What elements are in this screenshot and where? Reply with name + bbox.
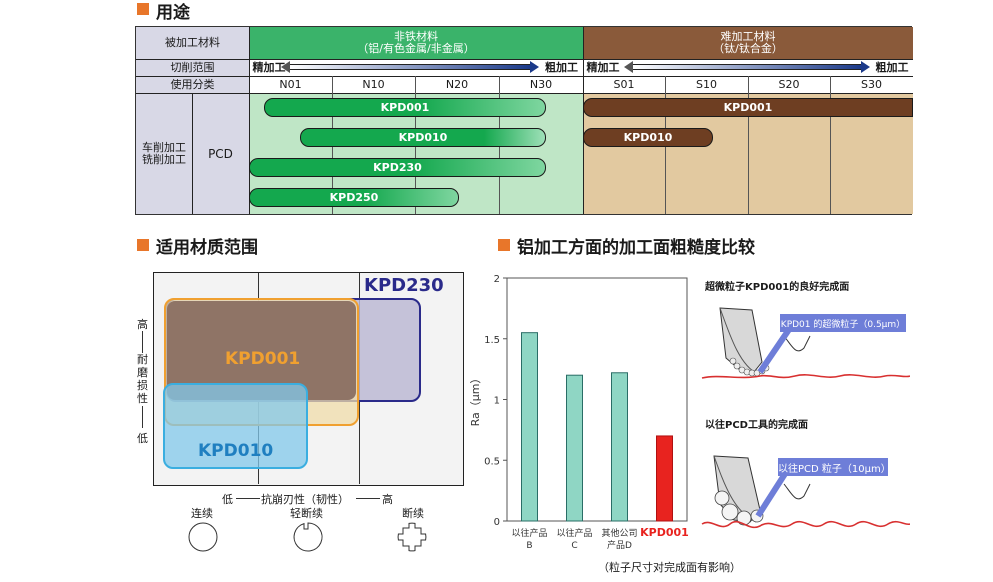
bar-nonferrous-kpd001: KPD001 bbox=[264, 98, 546, 117]
difficult-title: 难加工材料 bbox=[720, 30, 776, 43]
class-s30: S30 bbox=[861, 77, 882, 91]
interrupted-cut-icon bbox=[397, 522, 427, 552]
grid-h1 bbox=[136, 59, 913, 60]
y-tick-label: 0.5 bbox=[484, 456, 500, 467]
class-n20: N20 bbox=[445, 77, 469, 91]
class-n01: N01 bbox=[279, 77, 302, 91]
label-cut-range: 切削范围 bbox=[170, 60, 215, 74]
y-axis-title: Ra（μm） bbox=[469, 373, 482, 427]
section-usage-marker bbox=[137, 3, 149, 15]
x-category-label: 产品D bbox=[607, 539, 632, 551]
grid-v-pcd bbox=[192, 93, 193, 214]
x-axis-high: 高 bbox=[382, 493, 393, 506]
class-s20: S20 bbox=[778, 77, 800, 91]
class-n10: N10 bbox=[362, 77, 385, 91]
label-turning: 车削加工 铣削加工 bbox=[136, 93, 192, 214]
finish-label-n: 精加工 bbox=[252, 60, 286, 74]
difficult-header-bg bbox=[583, 27, 913, 59]
cut-light-interrupted-label: 轻断续 bbox=[290, 507, 323, 520]
nonferrous-subtitle: （铝/有色金属/非金属） bbox=[357, 42, 475, 55]
cut-continuous-label: 连续 bbox=[191, 507, 213, 520]
label-turning-line2: 铣削加工 bbox=[142, 152, 186, 166]
section-usage-title: 用途 bbox=[156, 3, 190, 23]
grid-v-group bbox=[583, 27, 584, 214]
label-turning-line1: 车削加工 bbox=[142, 140, 186, 154]
x-axis-label: 抗崩刃性（韧性） bbox=[261, 493, 349, 506]
x-category-label: 以往产品 bbox=[556, 527, 592, 539]
grid-v-s30 bbox=[830, 76, 831, 214]
grid-h2 bbox=[136, 76, 913, 77]
label-class: 使用分类 bbox=[170, 77, 215, 91]
label-kpd001: KPD001 bbox=[225, 349, 301, 369]
x-category-label: 其他公司 bbox=[601, 527, 637, 539]
x-category-label: 以往产品 bbox=[511, 527, 547, 539]
class-n30: N30 bbox=[529, 77, 553, 91]
difficult-header: 难加工材料 （钛/钛合金） bbox=[583, 27, 913, 59]
x-axis-low: 低 bbox=[222, 493, 233, 506]
nonferrous-header: 非铁材料 （铝/有色金属/非金属） bbox=[249, 27, 583, 59]
label-material: 被加工材料 bbox=[165, 36, 220, 49]
data-bar bbox=[611, 372, 628, 522]
good-finish-diagram bbox=[701, 307, 910, 379]
class-s01: S01 bbox=[613, 77, 635, 91]
bar-difficult-kpd001: KPD001 bbox=[583, 98, 913, 117]
difficult-subtitle: （钛/钛合金） bbox=[713, 42, 783, 55]
y-axis-high: 高 bbox=[137, 318, 148, 331]
x-axis-left-arrow bbox=[236, 498, 260, 499]
nonferrous-header-bg bbox=[249, 27, 583, 59]
x-axis-right-arrow bbox=[356, 498, 380, 499]
cut-interrupted-label: 断续 bbox=[402, 507, 424, 520]
y-tick-label: 0 bbox=[494, 517, 500, 528]
grain-size-note: （粒子尺寸对完成面有影响） bbox=[598, 561, 741, 574]
x-category-label: C bbox=[571, 541, 577, 551]
region-kpd010 bbox=[163, 383, 308, 469]
prev-finish-callout: 以往PCD 粒子（10μm） bbox=[778, 458, 891, 476]
rough-label-s: 粗加工 bbox=[875, 60, 909, 74]
y-tick-label: 1 bbox=[494, 396, 500, 407]
arrow-n-right-head bbox=[530, 61, 539, 73]
section-roughness-marker bbox=[498, 239, 510, 251]
y-axis-down-arrow bbox=[142, 406, 143, 428]
prev-finish-diagram bbox=[701, 455, 910, 529]
y-tick-label: 2 bbox=[494, 274, 500, 285]
bar-nonferrous-kpd250: KPD250 bbox=[249, 188, 459, 207]
section-materials-title: 适用材质范围 bbox=[156, 238, 258, 258]
grid-v-s20 bbox=[748, 76, 749, 214]
grid-v-label bbox=[249, 27, 250, 214]
arrow-s-left-head bbox=[624, 61, 633, 73]
y-axis-label: 耐磨损性 bbox=[137, 353, 148, 405]
bar-nonferrous-kpd230: KPD230 bbox=[249, 158, 546, 177]
bar-difficult-kpd010: KPD010 bbox=[583, 128, 713, 147]
good-finish-title: 超微粒子KPD001的良好完成面 bbox=[705, 282, 850, 293]
class-s10: S10 bbox=[696, 77, 717, 91]
grid-h3 bbox=[136, 93, 913, 94]
bar-nonferrous-kpd010: KPD010 bbox=[300, 128, 546, 147]
section-roughness-title: 铝加工方面的加工面粗糙度比较 bbox=[517, 238, 755, 258]
nonferrous-title: 非铁材料 bbox=[394, 30, 438, 43]
x-category-label: KPD001 bbox=[640, 526, 689, 539]
y-axis-low: 低 bbox=[137, 432, 148, 445]
finish-label-s: 精加工 bbox=[586, 60, 620, 74]
data-bar bbox=[656, 435, 673, 522]
prev-finish-title: 以往PCD工具的完成面 bbox=[705, 420, 808, 431]
usage-table: 被加工材料 切削范围 使用分类 车削加工 铣削加工 PCD 非铁材料 （铝/有色… bbox=[135, 26, 913, 215]
arrow-s-right-head bbox=[861, 61, 870, 73]
good-finish-callout: KPD01 的超微粒子（0.5μm） bbox=[780, 314, 906, 332]
label-pcd: PCD bbox=[208, 146, 233, 161]
range-arrow-n-fill bbox=[290, 65, 530, 69]
data-bar bbox=[566, 374, 583, 522]
continuous-cut-icon bbox=[188, 522, 218, 552]
y-tick-label: 1.5 bbox=[484, 335, 500, 346]
arrow-n-left-head bbox=[281, 61, 290, 73]
range-arrow-s-fill bbox=[633, 65, 861, 69]
y-axis-up-arrow bbox=[142, 331, 143, 353]
x-category-label: B bbox=[526, 541, 532, 551]
rough-label-n: 粗加工 bbox=[545, 60, 578, 74]
data-bar bbox=[521, 332, 538, 522]
section-materials-marker bbox=[137, 239, 149, 251]
light-interrupted-cut-icon bbox=[293, 522, 323, 552]
label-kpd230: KPD230 bbox=[364, 275, 444, 296]
label-kpd010: KPD010 bbox=[198, 441, 274, 461]
